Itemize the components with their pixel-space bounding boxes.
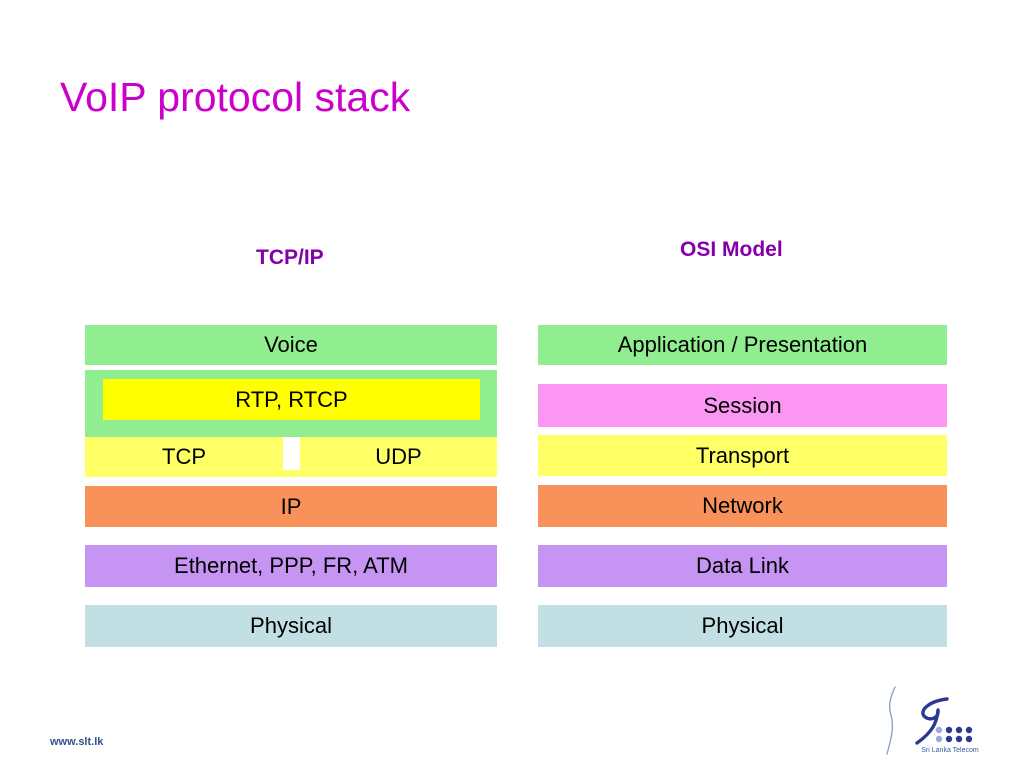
tcpip-column-heading: TCP/IP [256,246,324,269]
layer-tcp-udp: TCP UDP [85,437,497,477]
osi-transport: Transport [538,435,947,476]
logo-s-glyph [915,697,949,745]
logo-dot [965,735,973,743]
layer-udp-label: UDP [375,444,422,469]
layer-ethernet-label: Ethernet, PPP, FR, ATM [174,553,408,578]
osi-physical-label: Physical [701,613,784,638]
logo-dot [955,726,963,734]
osi-application-presentation: Application / Presentation [538,325,947,365]
layer-ethernet: Ethernet, PPP, FR, ATM [85,545,497,587]
osi-session: Session [538,384,947,427]
layer-rtp-container: RTP, RTCP [85,370,497,437]
website-url: www.slt.lk [50,736,104,748]
layer-physical-left: Physical [85,605,497,647]
osi-session-label: Session [703,392,782,418]
layer-rtp: RTP, RTCP [103,379,480,420]
layer-ip-label: IP [280,493,302,519]
osi-column-heading: OSI Model [680,238,783,261]
logo-caption: Sri Lanka Telecom [921,747,979,754]
layer-physical-left-label: Physical [250,613,332,638]
logo-dot [945,735,953,743]
layer-tcp-label: TCP [162,444,206,469]
layer-voice: Voice [85,325,497,365]
osi-network-label: Network [702,493,783,518]
osi-transport-label: Transport [695,442,790,468]
tcp-udp-divider [283,437,300,470]
layer-voice-label: Voice [264,332,318,357]
sri-lanka-telecom-logo-icon [915,697,973,745]
osi-network: Network [538,485,947,527]
osi-physical: Physical [538,605,947,647]
page-title: VoIP protocol stack [60,74,411,120]
osi-application-label: Application / Presentation [617,332,868,357]
logo-swoosh-curve-icon [886,686,896,755]
logo-dot [965,726,973,734]
logo-dot [935,726,943,734]
osi-data-link-label: Data Link [696,553,789,578]
osi-data-link: Data Link [538,545,947,587]
logo-dot [935,735,943,743]
logo-dot [955,735,963,743]
layer-rtp-label: RTP, RTCP [235,386,348,412]
logo-dot [945,726,953,734]
layer-ip: IP [85,486,497,527]
swoosh-path [886,686,896,755]
